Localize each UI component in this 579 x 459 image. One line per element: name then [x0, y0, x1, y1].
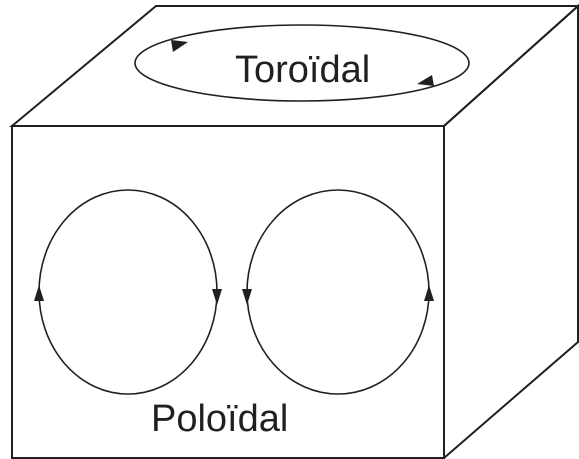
- cube: [9, 3, 579, 459]
- poloidal-flow-icon: Poloïdal: [34, 189, 434, 440]
- right-poloidal-circle: [246, 189, 430, 395]
- left-loop-arrowhead-down: [212, 289, 222, 305]
- toroidal-ellipse: [134, 24, 470, 102]
- poloidal-label: Poloïdal: [151, 398, 288, 440]
- toroidal-arrowhead-right: [417, 75, 434, 86]
- toroidal-flow-icon: Toroïdal: [134, 24, 470, 102]
- toroidal-arrowhead-left: [171, 40, 188, 52]
- left-loop-arrowhead-up: [34, 285, 44, 301]
- cube-front-face: [11, 125, 445, 459]
- left-poloidal-circle: [38, 189, 218, 395]
- left-poloidal-loop: [34, 189, 222, 395]
- right-poloidal-loop: [242, 189, 434, 395]
- toroidal-label: Toroïdal: [235, 49, 370, 91]
- right-loop-arrowhead-down: [242, 289, 252, 305]
- cube-right-face: [443, 3, 579, 459]
- right-loop-arrowhead-up: [424, 285, 434, 301]
